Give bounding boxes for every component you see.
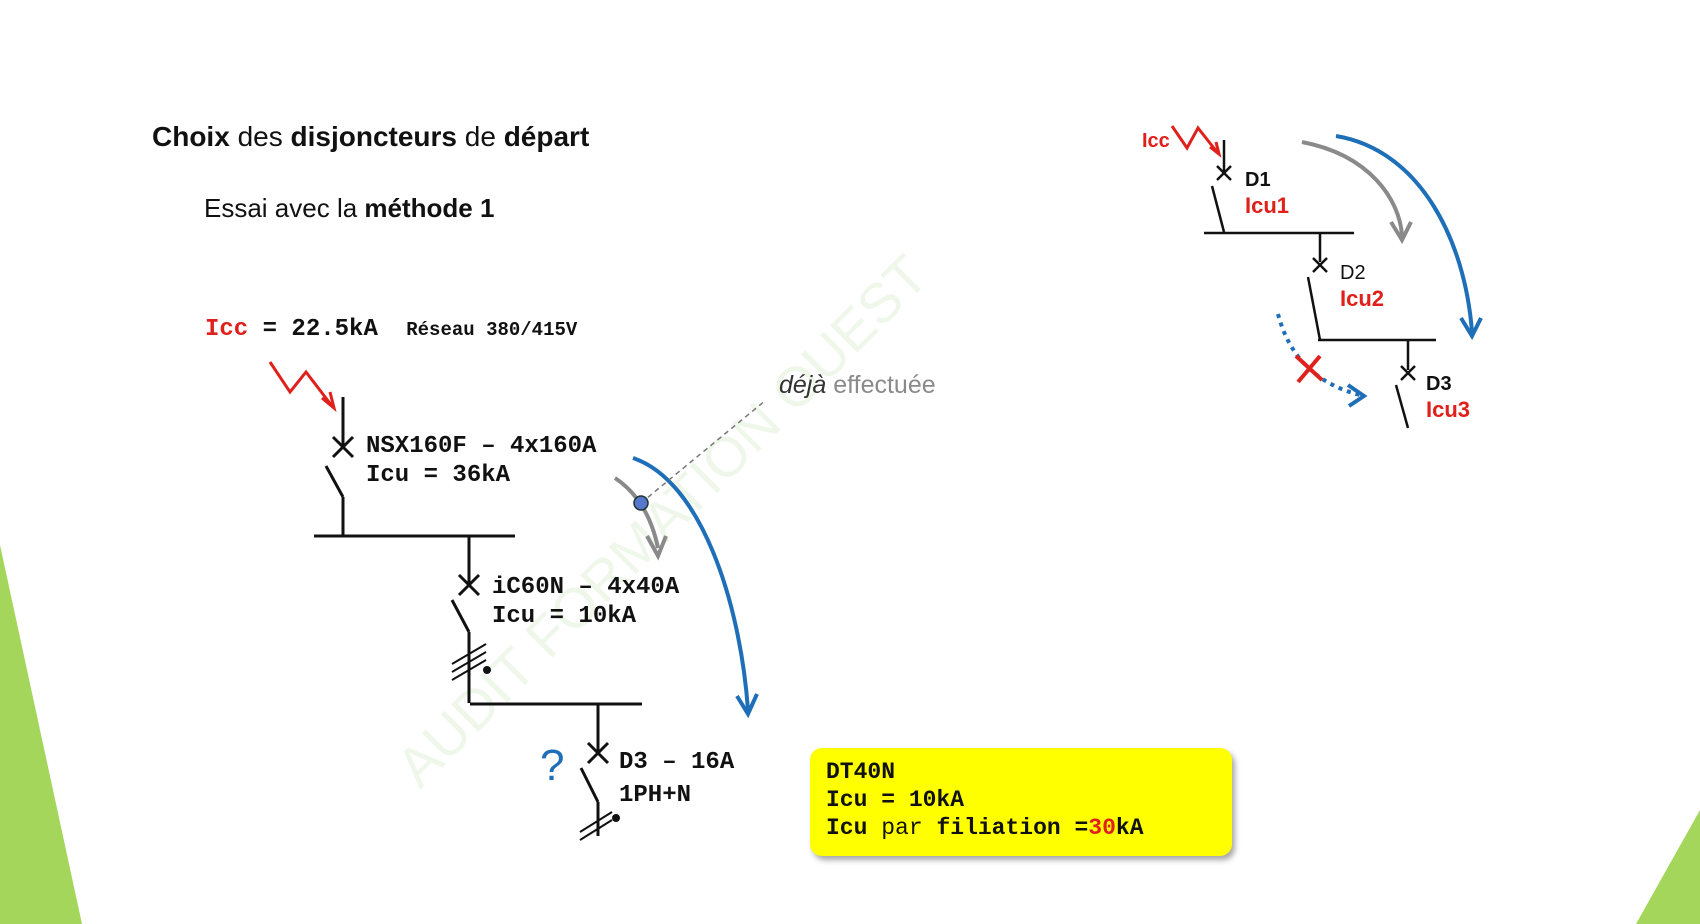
title-word: de	[464, 121, 496, 152]
small-d1: D1	[1245, 169, 1271, 191]
small-icu3: Icu3	[1426, 397, 1471, 422]
dt40n-note: DT40N Icu = 10kA Icu par filiation =30kA	[810, 748, 1232, 856]
breaker2-icu: Icu = 10kA	[492, 603, 637, 630]
main-diagram	[268, 361, 642, 841]
note-unit: kA	[1115, 815, 1144, 841]
icc-label: Icc	[205, 316, 249, 343]
deja-effectuee: déjà effectuée	[779, 371, 936, 400]
breaker1-label: NSX160F – 4x160A Icu = 36kA	[366, 432, 596, 490]
reseau-label: Réseau 380/415V	[406, 319, 578, 341]
icc-line: Icc = 22.5kA Réseau 380/415V	[205, 316, 577, 343]
deja-word: déjà	[779, 371, 827, 399]
page-title: Choix des disjoncteurs de départ	[152, 121, 589, 153]
note-icu: Icu	[826, 815, 868, 841]
title-word: départ	[503, 121, 590, 152]
title-word: des	[237, 121, 283, 152]
note-line2: Icu = 10kA	[826, 787, 965, 813]
lightning-icon-small	[1170, 125, 1219, 153]
subtitle-prefix: Essai avec la	[204, 193, 358, 223]
note-line1: DT40N	[826, 759, 896, 785]
small-d3: D3	[1426, 373, 1452, 395]
note-value: 30	[1088, 815, 1116, 841]
breaker1-name: NSX160F – 4x160A	[366, 433, 597, 460]
blue-arrow-small	[1335, 134, 1474, 333]
small-d2: D2	[1340, 262, 1366, 284]
green-accent-left	[0, 545, 82, 924]
small-icu1: Icu1	[1245, 193, 1290, 218]
breaker2-label: iC60N – 4x40A Icu = 10kA	[492, 573, 679, 631]
leader-dot	[633, 495, 649, 511]
small-icu2: Icu2	[1340, 286, 1385, 311]
breaker3-type: 1PH+N	[619, 782, 692, 809]
note-line3: Icu par filiation =30kA	[826, 814, 1216, 842]
title-word: disjoncteurs	[290, 121, 457, 152]
green-accent-right	[1636, 810, 1700, 924]
icc-value: = 22.5kA	[262, 316, 378, 343]
blue-dotted-arrow	[1276, 313, 1361, 397]
note-par: par	[881, 815, 923, 841]
small-icc: Icc	[1142, 130, 1170, 152]
note-filiation: filiation =	[936, 815, 1089, 841]
cross-mark-icon	[1294, 354, 1324, 384]
breaker1-icu: Icu = 36kA	[366, 462, 511, 489]
title-word: Choix	[152, 121, 230, 152]
question-mark: ?	[540, 741, 565, 790]
subtitle: Essai avec la méthode 1	[204, 193, 494, 224]
small-diagram	[1170, 125, 1436, 429]
subtitle-method: méthode 1	[364, 193, 495, 223]
effectuee-word: effectuée	[833, 371, 936, 399]
gray-arrow-small	[1301, 140, 1404, 237]
breaker3-name: D3 – 16A	[619, 749, 735, 776]
breaker2-name: iC60N – 4x40A	[492, 574, 680, 601]
lightning-icon	[268, 361, 334, 407]
blue-arrow-main	[632, 456, 750, 711]
breaker3-label: D3 – 16A 1PH+N	[619, 746, 734, 812]
